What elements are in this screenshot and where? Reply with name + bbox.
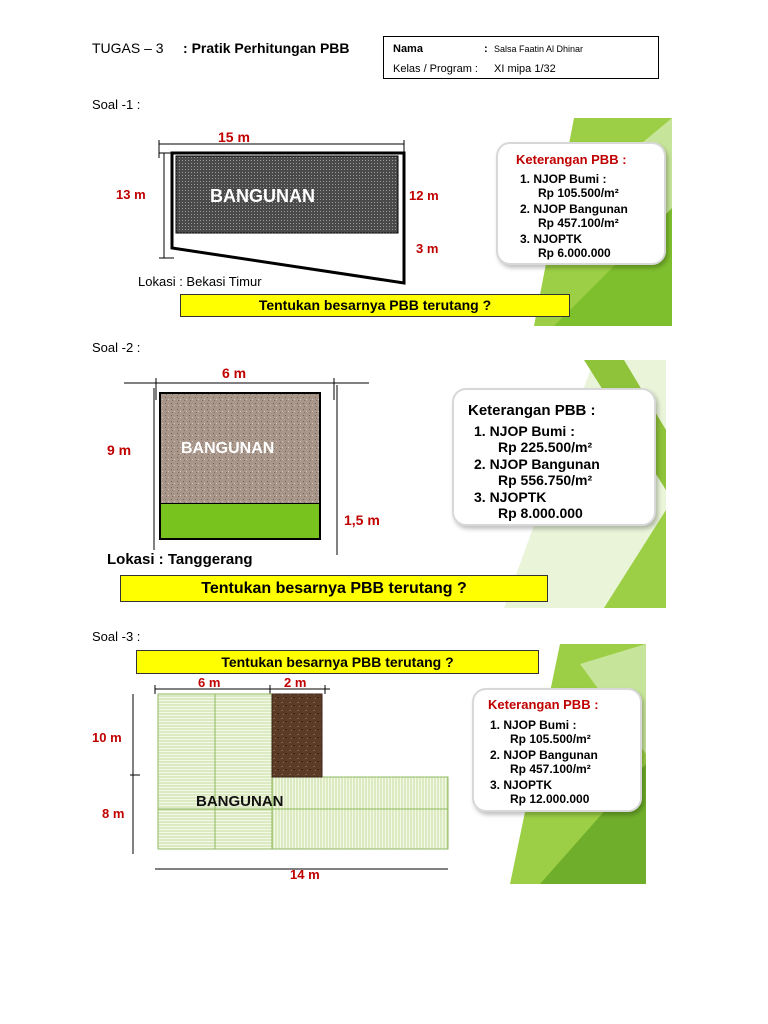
soal3-label: Soal -3 : [92, 629, 141, 644]
soal2-ket-line: Rp 225.500/m² [498, 439, 593, 455]
soal1-ket-line: 1. NJOP Bumi : [520, 172, 607, 186]
soal1-label: Soal -1 : [92, 97, 141, 112]
soal2-building-label: BANGUNAN [181, 440, 275, 457]
kelas-value: XI mipa 1/32 [494, 63, 556, 75]
soal3-figure: Tentukan besarnya PBB terutang ? 6 m 2 m… [80, 644, 646, 884]
soal3-ket-line: Rp 105.500/m² [510, 732, 591, 746]
soal1-ket-line: Rp 6.000.000 [538, 246, 611, 260]
soal1-keterangan: Keterangan PBB : 1. NJOP Bumi : Rp 105.5… [496, 142, 666, 265]
soal1-ket-line: 2. NJOP Bangunan [520, 202, 628, 216]
soal3-top-dim-b: 2 m [284, 675, 307, 690]
soal2-question: Tentukan besarnya PBB terutang ? [120, 575, 548, 602]
soal1-ket-line: 3. NJOPTK [520, 232, 583, 246]
tugas-label: TUGAS – 3 [92, 40, 164, 56]
soal1-ket-line: Rp 105.500/m² [538, 186, 619, 200]
soal1-left-dim: 13 m [116, 187, 146, 202]
soal1-figure: 15 m 13 m 12 m 3 m BANGUNAN Lokasi : Bek… [104, 118, 672, 326]
soal3-left-dim-bottom: 8 m [102, 806, 125, 821]
student-info-box: Nama : Salsa Faatin Al Dhinar Kelas / Pr… [383, 36, 659, 79]
soal2-figure: 6 m 9 m 1,5 m BANGUNAN Lokasi : Tanggera… [104, 360, 666, 608]
soal2-label: Soal -2 : [92, 340, 141, 355]
soal2-ket-line: 1. NJOP Bumi : [474, 423, 575, 439]
soal3-ket-title: Keterangan PBB : [488, 697, 599, 712]
soal3-keterangan: Keterangan PBB : 1. NJOP Bumi : Rp 105.5… [472, 688, 642, 812]
soal3-ket-line: 1. NJOP Bumi : [490, 718, 577, 732]
soal1-lokasi: Lokasi : Bekasi Timur [138, 274, 262, 289]
soal1-right-dim-bottom: 3 m [416, 241, 439, 256]
soal3-building-label: BANGUNAN [196, 793, 284, 810]
soal3-left-dim-top: 10 m [92, 730, 122, 745]
soal2-right-dim: 1,5 m [344, 512, 380, 528]
assignment-title: TUGAS – 3 : Pratik Perhitungan PBB [92, 40, 350, 56]
soal3-top-dim-a: 6 m [198, 675, 221, 690]
soal3-ket-line: 2. NJOP Bangunan [490, 748, 598, 762]
soal1-ket-title: Keterangan PBB : [516, 152, 627, 167]
nama-label: Nama [393, 43, 423, 55]
soal2-keterangan: Keterangan PBB : 1. NJOP Bumi : Rp 225.5… [452, 388, 656, 526]
soal2-top-dim: 6 m [222, 365, 247, 381]
soal1-building-label: BANGUNAN [210, 186, 315, 206]
soal2-ket-line: 3. NJOPTK [474, 489, 547, 505]
soal1-question: Tentukan besarnya PBB terutang ? [180, 294, 570, 317]
soal2-lokasi: Lokasi : Tanggerang [107, 551, 253, 568]
topic-label: : Pratik Perhitungan PBB [183, 40, 350, 56]
soal2-ket-line: 2. NJOP Bangunan [474, 456, 600, 472]
soal2-ket-line: Rp 556.750/m² [498, 472, 593, 488]
kelas-label: Kelas / Program : [393, 63, 478, 75]
soal3-ket-line: Rp 457.100/m² [510, 762, 591, 776]
soal3-ket-line: 3. NJOPTK [490, 778, 553, 792]
soal3-question: Tentukan besarnya PBB terutang ? [136, 650, 539, 674]
nama-value: Salsa Faatin Al Dhinar [494, 44, 584, 54]
soal2-ket-line: Rp 8.000.000 [498, 505, 583, 521]
soal1-top-dim: 15 m [218, 129, 250, 145]
soal2-ket-title: Keterangan PBB : [468, 402, 596, 419]
soal2-left-dim: 9 m [107, 442, 132, 458]
soal3-bottom-dim: 14 m [290, 867, 320, 882]
soal1-right-dim-top: 12 m [409, 188, 439, 203]
soal3-ket-line: Rp 12.000.000 [510, 792, 590, 806]
nama-sep: : [484, 43, 488, 55]
soal1-ket-line: Rp 457.100/m² [538, 216, 619, 230]
